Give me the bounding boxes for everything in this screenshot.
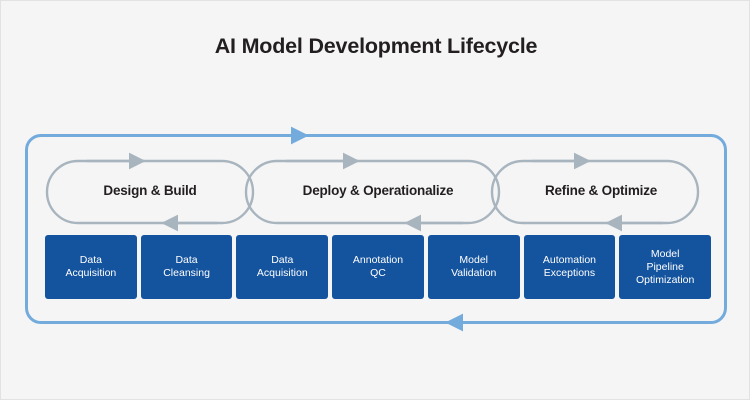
task-row: Data Acquisition Data Cleansing Data Acq… [45, 235, 712, 299]
task-box[interactable]: Data Acquisition [45, 235, 137, 299]
task-box[interactable]: Model Validation [427, 235, 520, 299]
page-title: AI Model Development Lifecycle [214, 34, 538, 58]
phase-stadium-deploy-operationalize [244, 159, 501, 225]
task-box[interactable]: Automation Exceptions [523, 235, 616, 299]
task-box[interactable]: Model Pipeline Optimization [619, 235, 712, 299]
phase-stadium-design-build [45, 159, 255, 225]
task-box[interactable]: Data Acquisition [236, 235, 329, 299]
task-box[interactable]: Data Cleansing [140, 235, 233, 299]
phase-label-deploy-operationalize: Deploy & Operationalize [302, 183, 454, 198]
phase-label-design-build: Design & Build [103, 183, 197, 198]
task-box[interactable]: Annotation QC [332, 235, 424, 299]
outer-loop-frame [25, 134, 727, 324]
phase-label-refine-optimize: Refine & Optimize [544, 183, 658, 198]
phase-stadium-refine-optimize [490, 159, 700, 225]
